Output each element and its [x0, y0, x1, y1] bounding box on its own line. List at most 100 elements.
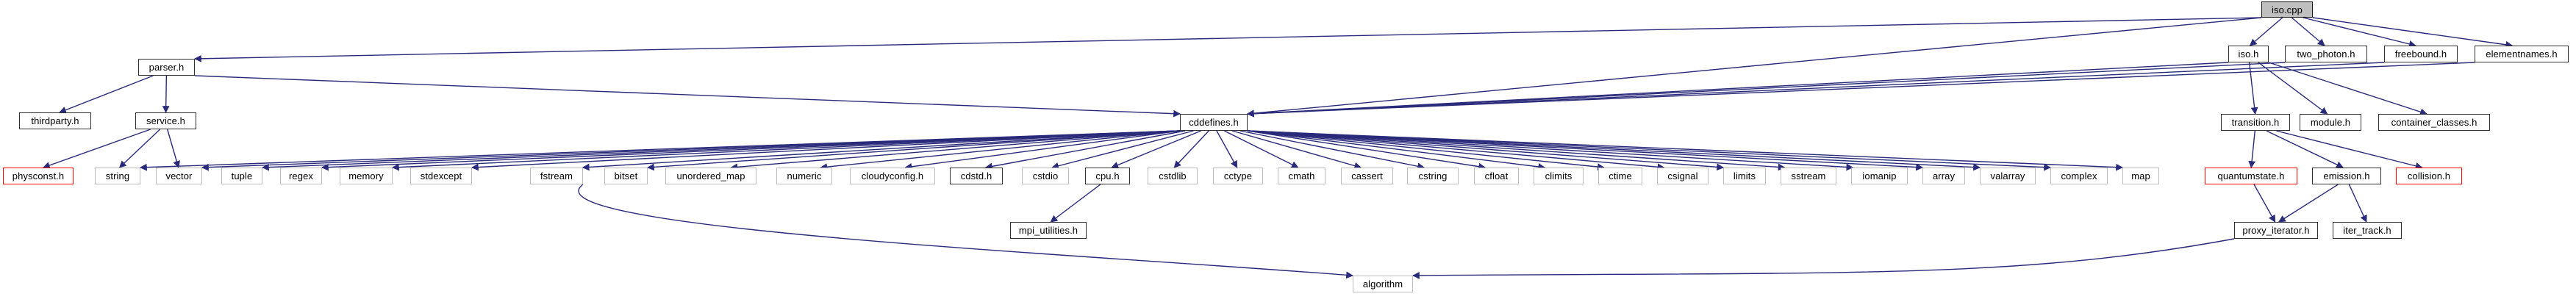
- graph-node-string[interactable]: string: [95, 168, 140, 184]
- graph-node-fstream[interactable]: fstream: [530, 168, 583, 184]
- graph-edge-cddefines-h-to-ctime: [1247, 130, 1605, 170]
- graph-node-label: vector: [165, 170, 193, 181]
- graph-node-label: iter_track.h: [2343, 225, 2391, 236]
- graph-node-cfloat[interactable]: cfloat: [1474, 168, 1519, 184]
- graph-node-cmath[interactable]: cmath: [1278, 168, 1325, 184]
- graph-node-elementnames-h[interactable]: elementnames.h: [2475, 46, 2569, 62]
- graph-edge-iso-h-to-container-classes-h: [2268, 62, 2427, 115]
- graph-edge-cddefines-h-to-iomanip: [1247, 130, 1854, 171]
- graph-node-thirdparty-h[interactable]: thirdparty.h: [19, 112, 91, 129]
- graph-node-collision-h[interactable]: collision.h: [2396, 168, 2462, 184]
- graph-node-freebound-h[interactable]: freebound.h: [2384, 46, 2458, 62]
- graph-node-cstdio[interactable]: cstdio: [1022, 168, 1069, 184]
- graph-edge-cddefines-h-to-cstring: [1239, 130, 1425, 170]
- graph-node-unordered-map[interactable]: unordered_map: [665, 168, 756, 184]
- graph-node-label: unordered_map: [676, 170, 745, 181]
- graph-node-label: valarray: [1990, 170, 2025, 181]
- graph-node-module-h[interactable]: module.h: [2300, 114, 2361, 131]
- graph-node-cloudyconfig-h[interactable]: cloudyconfig.h: [850, 168, 935, 184]
- graph-node-cpu-h[interactable]: cpu.h: [1085, 168, 1130, 184]
- graph-node-label: thirdparty.h: [31, 115, 79, 126]
- graph-node-label: array: [1932, 170, 1956, 181]
- graph-node-parser-h[interactable]: parser.h: [138, 59, 195, 76]
- graph-node-container-classes-h[interactable]: container_classes.h: [2378, 114, 2490, 131]
- graph-node-label: cloudyconfig.h: [861, 170, 924, 181]
- graph-edge-emission-h-to-proxy-iterator-h: [2278, 184, 2339, 223]
- graph-edge-cddefines-h-to-cassert: [1231, 130, 1362, 170]
- graph-node-sstream[interactable]: sstream: [1781, 168, 1836, 184]
- graph-node-array[interactable]: array: [1922, 168, 1965, 184]
- graph-node-cdstd-h[interactable]: cdstd.h: [950, 168, 1003, 184]
- graph-node-label: cstdio: [1032, 170, 1059, 181]
- graph-node-label: stdexcept: [420, 170, 462, 181]
- graph-edge-cddefines-h-to-cdstd-h: [984, 130, 1186, 170]
- graph-node-proxy-iterator-h[interactable]: proxy_iterator.h: [2234, 222, 2318, 239]
- graph-node-label: two_photon.h: [2297, 48, 2355, 60]
- graph-edge-cddefines-h-to-cstdio: [1051, 130, 1194, 170]
- graph-node-memory[interactable]: memory: [340, 168, 393, 184]
- graph-node-iomanip[interactable]: iomanip: [1851, 168, 1908, 184]
- graph-edge-service-h-to-string: [118, 129, 161, 168]
- graph-node-label: tuple: [231, 170, 253, 181]
- graph-node-mpi-utilities-h[interactable]: mpi_utilities.h: [1010, 222, 1087, 239]
- graph-edge-transition-h-to-emission-h: [2266, 130, 2344, 168]
- graph-edge-cddefines-h-to-cpu-h: [1111, 130, 1201, 169]
- graph-node-cddefines-h[interactable]: cddefines.h: [1180, 114, 1248, 131]
- graph-node-iso-h[interactable]: iso.h: [2228, 46, 2269, 62]
- graph-node-iso-cpp[interactable]: iso.cpp: [2261, 1, 2313, 18]
- graph-edge-cddefines-h-to-unordered-map: [730, 130, 1181, 171]
- graph-node-label: cmath: [1288, 170, 1315, 181]
- graph-edge-cddefines-h-to-cmath: [1224, 130, 1299, 168]
- graph-node-cstdlib[interactable]: cstdlib: [1148, 168, 1198, 184]
- graph-edge-cddefines-h-to-stdexcept: [471, 130, 1181, 171]
- graph-node-emission-h[interactable]: emission.h: [2312, 168, 2381, 184]
- graph-edge-proxy-iterator-h-to-algorithm: [1412, 238, 2235, 279]
- graph-node-label: collision.h: [2407, 170, 2451, 181]
- graph-edge-iso-cpp-to-two-photon-h: [2291, 17, 2325, 46]
- graph-node-quantumstate-h[interactable]: quantumstate.h: [2205, 168, 2297, 184]
- graph-edge-cddefines-h-to-cfloat: [1247, 130, 1486, 170]
- graph-node-iter-track-h[interactable]: iter_track.h: [2333, 222, 2402, 239]
- graph-node-valarray[interactable]: valarray: [1980, 168, 2036, 184]
- graph-node-cstring[interactable]: cstring: [1407, 168, 1459, 184]
- graph-edge-service-h-to-physconst-h: [43, 129, 151, 169]
- graph-node-algorithm[interactable]: algorithm: [1353, 276, 1413, 292]
- graph-node-limits[interactable]: limits: [1723, 168, 1766, 184]
- graph-edge-parser-h-to-cddefines-h: [194, 75, 1181, 118]
- graph-node-vector[interactable]: vector: [156, 168, 202, 184]
- graph-node-complex[interactable]: complex: [2050, 168, 2108, 184]
- graph-edge-cddefines-h-to-cloudyconfig-h: [904, 130, 1181, 170]
- graph-node-tuple[interactable]: tuple: [221, 168, 262, 184]
- graph-node-cassert[interactable]: cassert: [1341, 168, 1393, 184]
- graph-node-regex[interactable]: regex: [280, 168, 322, 184]
- graph-edge-quantumstate-h-to-proxy-iterator-h: [2253, 184, 2276, 223]
- graph-node-label: transition.h: [2231, 117, 2280, 128]
- graph-node-transition-h[interactable]: transition.h: [2221, 114, 2290, 131]
- graph-node-map[interactable]: map: [2122, 168, 2159, 184]
- graph-node-numeric[interactable]: numeric: [776, 168, 832, 184]
- graph-node-csignal[interactable]: csignal: [1657, 168, 1709, 184]
- graph-edge-cddefines-h-to-cstdlib: [1173, 130, 1209, 168]
- graph-edge-cddefines-h-to-fstream: [582, 130, 1181, 171]
- graph-node-ctime[interactable]: ctime: [1598, 168, 1642, 184]
- graph-edge-cddefines-h-to-regex: [321, 130, 1181, 171]
- graph-edge-cddefines-h-to-numeric: [820, 130, 1181, 170]
- graph-node-service-h[interactable]: service.h: [135, 112, 196, 129]
- graph-node-bitset[interactable]: bitset: [604, 168, 648, 184]
- graph-node-label: cstdlib: [1159, 170, 1187, 181]
- graph-edge-iso-cpp-to-elementnames-h: [2312, 17, 2514, 48]
- graph-node-stdexcept[interactable]: stdexcept: [410, 168, 472, 184]
- graph-edge-parser-h-to-service-h: [162, 75, 170, 113]
- graph-node-physconst-h[interactable]: physconst.h: [3, 168, 74, 184]
- graph-node-label: string: [105, 170, 130, 181]
- graph-node-label: cfloat: [1484, 170, 1509, 181]
- graph-node-label: memory: [348, 170, 384, 181]
- graph-node-label: cpu.h: [1095, 170, 1120, 181]
- graph-node-label: algorithm: [1362, 278, 1403, 290]
- graph-node-climits[interactable]: climits: [1534, 168, 1584, 184]
- graph-node-label: map: [2131, 170, 2150, 181]
- graph-node-two-photon-h[interactable]: two_photon.h: [2285, 46, 2367, 62]
- graph-edge-cddefines-h-to-map: [1247, 130, 2123, 171]
- graph-node-cctype[interactable]: cctype: [1213, 168, 1263, 184]
